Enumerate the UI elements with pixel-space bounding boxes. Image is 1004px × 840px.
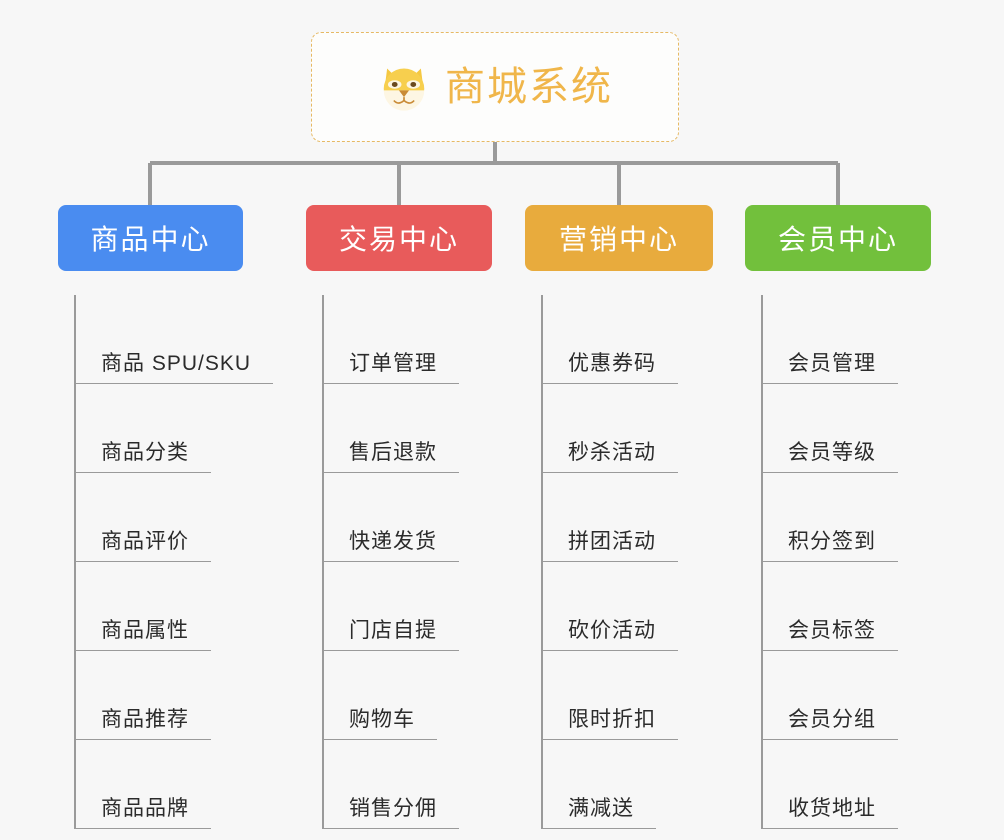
- child-label: 会员等级: [762, 440, 898, 473]
- category-header-3[interactable]: 会员中心: [745, 205, 931, 271]
- root-title: 商城系统: [445, 65, 613, 109]
- child-label: 订单管理: [323, 351, 459, 384]
- child-label: 商品 SPU/SKU: [75, 351, 274, 384]
- list-item[interactable]: 会员管理: [762, 295, 960, 384]
- child-label: 砍价活动: [542, 618, 678, 651]
- list-item[interactable]: 快递发货: [323, 473, 521, 562]
- list-item[interactable]: 会员标签: [762, 562, 960, 651]
- child-label: 商品属性: [75, 618, 211, 651]
- list-item[interactable]: 限时折扣: [542, 651, 740, 740]
- shiba-dog-face-icon: [383, 68, 425, 111]
- child-label: 限时折扣: [542, 707, 678, 740]
- list-item[interactable]: 优惠券码: [542, 295, 740, 384]
- category-header-2[interactable]: 营销中心: [525, 205, 713, 271]
- tree-spine: [541, 295, 543, 829]
- category-children-3: 会员管理 会员等级 积分签到 会员标签 会员分组 收货地址: [745, 295, 960, 829]
- child-label: 销售分佣: [323, 796, 459, 829]
- category-column-3: 会员中心 会员管理 会员等级 积分签到 会员标签 会员分组 收货地址: [745, 205, 960, 829]
- category-column-0: 商品中心 商品 SPU/SKU 商品分类 商品评价 商品属性 商品推荐 商品品牌: [58, 205, 288, 829]
- list-item[interactable]: 满减送: [542, 740, 740, 829]
- category-header-label: 交易中心: [338, 224, 459, 255]
- child-label: 优惠券码: [542, 351, 678, 384]
- child-label: 商品分类: [75, 440, 211, 473]
- child-label: 售后退款: [323, 440, 459, 473]
- list-item[interactable]: 拼团活动: [542, 473, 740, 562]
- child-label: 拼团活动: [542, 529, 678, 562]
- category-header-0[interactable]: 商品中心: [58, 205, 243, 271]
- child-label: 收货地址: [762, 796, 898, 829]
- list-item[interactable]: 商品推荐: [75, 651, 288, 740]
- list-item[interactable]: 商品分类: [75, 384, 288, 473]
- list-item[interactable]: 销售分佣: [323, 740, 521, 829]
- category-header-label: 商品中心: [90, 224, 211, 255]
- child-label: 会员分组: [762, 707, 898, 740]
- category-header-label: 会员中心: [777, 224, 898, 255]
- tree-spine: [322, 295, 324, 829]
- child-label: 购物车: [323, 707, 437, 740]
- category-children-1: 订单管理 售后退款 快递发货 门店自提 购物车 销售分佣: [306, 295, 521, 829]
- list-item[interactable]: 收货地址: [762, 740, 960, 829]
- list-item[interactable]: 售后退款: [323, 384, 521, 473]
- list-item[interactable]: 积分签到: [762, 473, 960, 562]
- list-item[interactable]: 秒杀活动: [542, 384, 740, 473]
- child-label: 积分签到: [762, 529, 898, 562]
- list-item[interactable]: 购物车: [323, 651, 521, 740]
- tree-spine: [761, 295, 763, 829]
- list-item[interactable]: 会员等级: [762, 384, 960, 473]
- list-item[interactable]: 商品评价: [75, 473, 288, 562]
- child-label: 商品评价: [75, 529, 211, 562]
- category-children-0: 商品 SPU/SKU 商品分类 商品评价 商品属性 商品推荐 商品品牌: [58, 295, 288, 829]
- child-label: 满减送: [542, 796, 656, 829]
- child-label: 商品推荐: [75, 707, 211, 740]
- category-column-1: 交易中心 订单管理 售后退款 快递发货 门店自提 购物车 销售分佣: [306, 205, 521, 829]
- child-label: 秒杀活动: [542, 440, 678, 473]
- list-item[interactable]: 订单管理: [323, 295, 521, 384]
- tree-spine: [74, 295, 76, 829]
- list-item[interactable]: 会员分组: [762, 651, 960, 740]
- list-item[interactable]: 门店自提: [323, 562, 521, 651]
- category-column-2: 营销中心 优惠券码 秒杀活动 拼团活动 砍价活动 限时折扣 满减送: [525, 205, 740, 829]
- child-label: 商品品牌: [75, 796, 211, 829]
- list-item[interactable]: 商品属性: [75, 562, 288, 651]
- category-header-1[interactable]: 交易中心: [306, 205, 492, 271]
- child-label: 会员管理: [762, 351, 898, 384]
- root-node[interactable]: 商城系统: [311, 32, 679, 142]
- child-label: 会员标签: [762, 618, 898, 651]
- list-item[interactable]: 商品品牌: [75, 740, 288, 829]
- list-item[interactable]: 商品 SPU/SKU: [75, 295, 288, 384]
- child-label: 快递发货: [323, 529, 459, 562]
- category-header-label: 营销中心: [558, 224, 679, 255]
- list-item[interactable]: 砍价活动: [542, 562, 740, 651]
- child-label: 门店自提: [323, 618, 459, 651]
- category-children-2: 优惠券码 秒杀活动 拼团活动 砍价活动 限时折扣 满减送: [525, 295, 740, 829]
